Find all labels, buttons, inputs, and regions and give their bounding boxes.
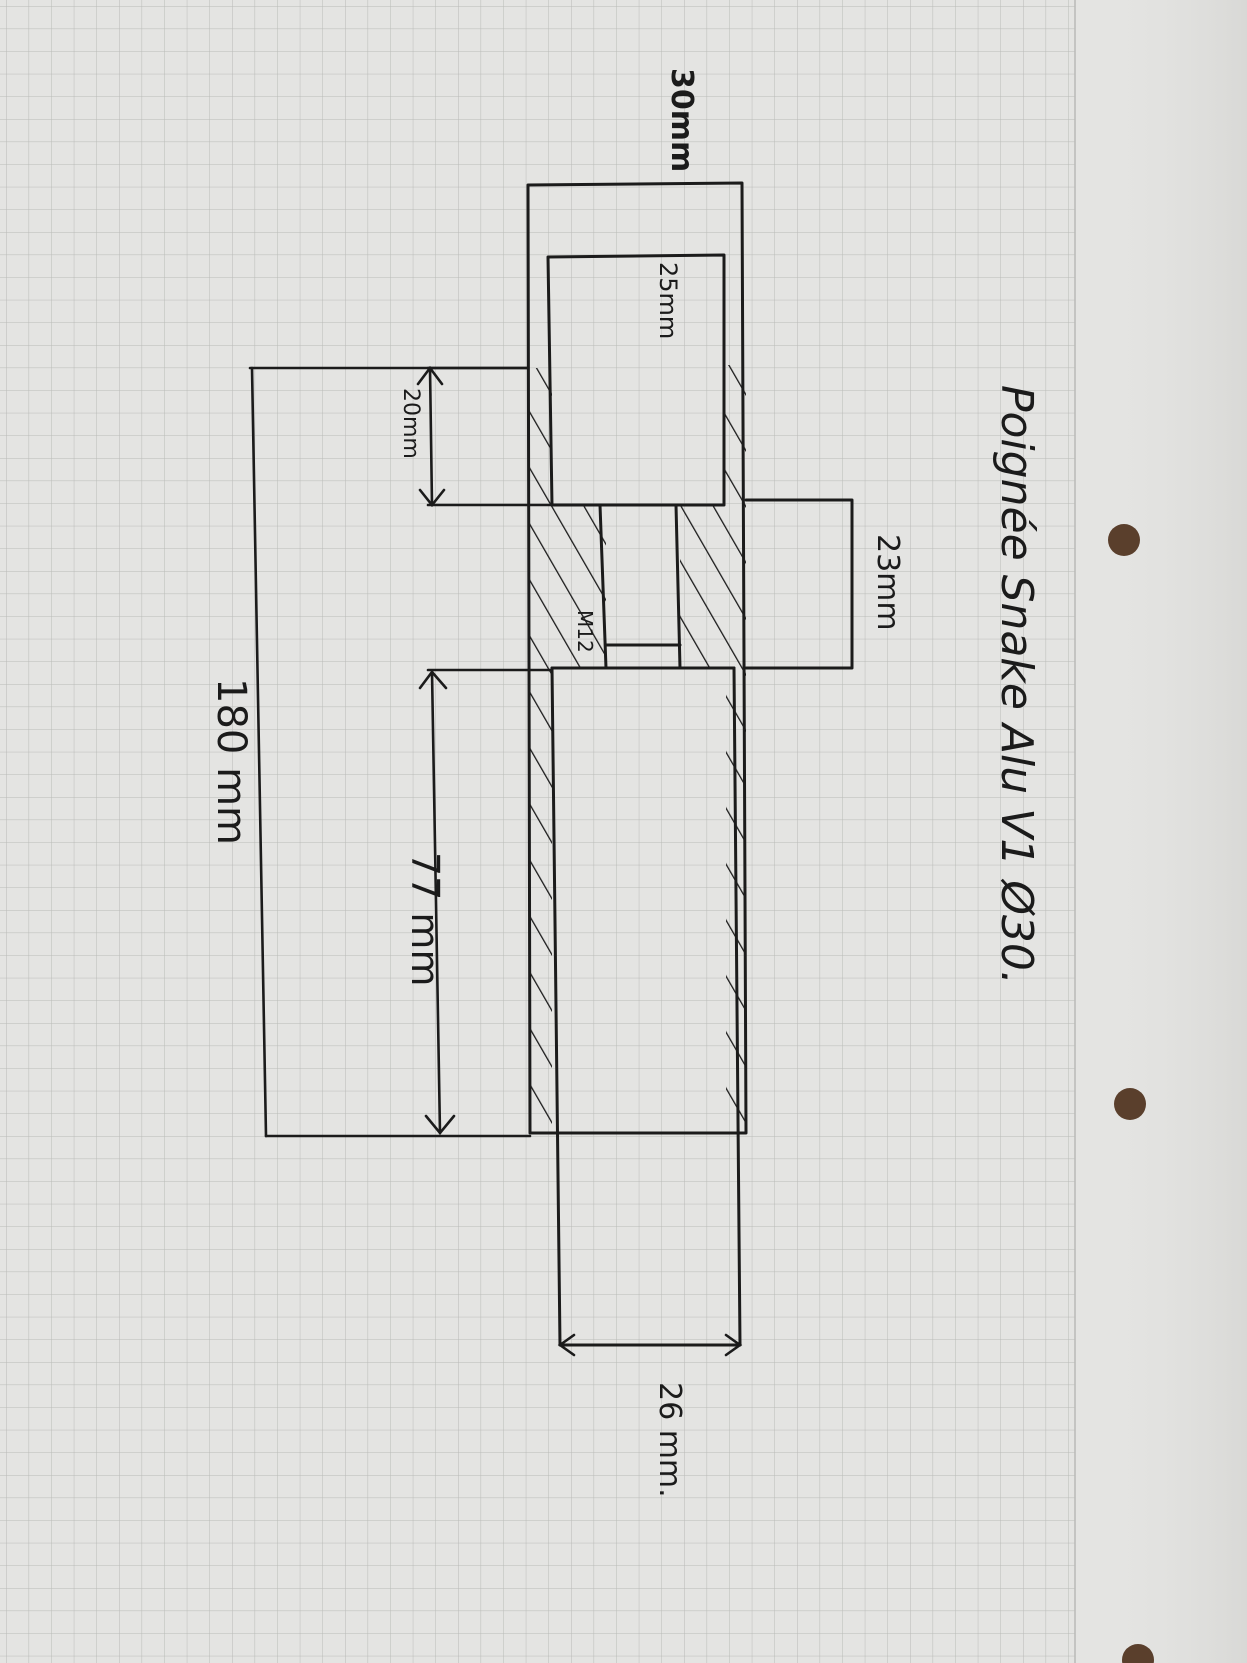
paper-margin [1075, 0, 1247, 1663]
tube-length-label: 77 mm [403, 852, 447, 986]
handle-outline [526, 181, 854, 1347]
collar-depth-label: 20mm [398, 388, 423, 459]
m12-label: M12 [573, 610, 597, 653]
dimension-lines [248, 365, 743, 1357]
shaft-width-label: 26 mm. [652, 1382, 687, 1498]
binder-hole-bottom [1122, 1644, 1154, 1663]
binder-hole-top [1108, 524, 1140, 556]
inner-diameter-label: 25mm [654, 262, 682, 339]
collar-width-label: 23mm [870, 534, 905, 631]
hatched-walls [528, 365, 746, 1133]
drawing-title: Poignée Snake Alu V1 Ø30. [991, 385, 1042, 985]
outer-diameter-label: 30mm [664, 68, 699, 172]
binder-hole-middle [1114, 1088, 1146, 1120]
total-length-label: 180 mm [208, 678, 254, 845]
